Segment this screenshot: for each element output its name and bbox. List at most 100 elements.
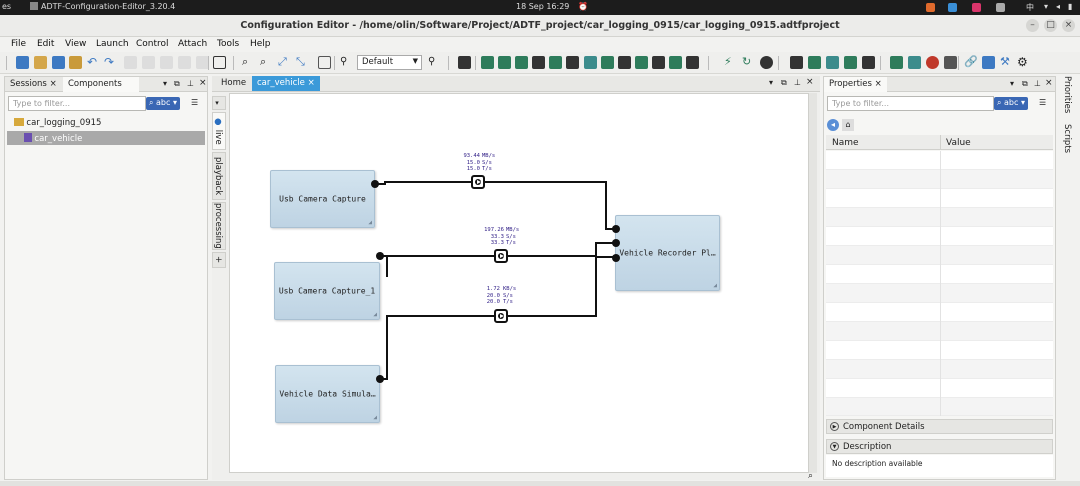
layout-icon[interactable] <box>213 56 226 69</box>
tab-live[interactable]: ● live <box>212 112 226 150</box>
app-indicator[interactable]: ADTF-Configuration-Editor_3.20.4 <box>30 2 175 11</box>
section-component-details[interactable]: ▶ Component Details <box>826 419 1053 434</box>
graph-tool-icon[interactable] <box>669 56 682 69</box>
wifi-icon[interactable]: ▾ <box>1044 2 1049 11</box>
stream-monitor-icon[interactable] <box>471 175 485 189</box>
input-pin[interactable] <box>612 225 620 233</box>
home-icon[interactable]: ⌂ <box>842 119 854 131</box>
filter-options-icon[interactable]: ☰ <box>191 98 199 107</box>
graph-tool-icon[interactable] <box>515 56 528 69</box>
run-icon[interactable]: ⚡ <box>724 55 732 68</box>
graph-tool-icon[interactable] <box>498 56 511 69</box>
tab-components[interactable]: Components <box>63 77 139 92</box>
resize-handle-icon[interactable]: ◢ <box>373 414 377 421</box>
menu-view[interactable]: View <box>65 39 87 49</box>
add-profile-icon[interactable]: ⚲ <box>340 56 348 67</box>
tool-icon[interactable] <box>908 56 921 69</box>
float-icon[interactable]: ⧉ <box>174 79 180 88</box>
graph-tool-icon[interactable] <box>549 56 562 69</box>
chevron-down-icon[interactable]: ▾ <box>163 79 168 88</box>
tab-home[interactable]: Home <box>216 76 251 91</box>
properties-filter-input[interactable]: Type to filter... <box>827 96 994 111</box>
filter-block-vehicle-data-simulator[interactable]: Vehicle Data Simula…◢ <box>275 365 380 423</box>
column-header-value[interactable]: Value <box>946 138 971 148</box>
close-icon[interactable]: × <box>199 78 207 88</box>
menu-file[interactable]: File <box>11 39 27 49</box>
filter-block-usb-camera[interactable]: Usb Camera Capture◢ <box>270 170 375 228</box>
open-folder-icon[interactable] <box>69 56 82 69</box>
float-icon[interactable]: ⧉ <box>781 78 787 87</box>
resize-handle-icon[interactable]: ◢ <box>713 282 717 289</box>
os-activities-label[interactable]: es <box>2 2 12 11</box>
tray-app-icon[interactable] <box>948 3 957 12</box>
output-pin[interactable] <box>371 180 379 188</box>
tray-app-icon[interactable] <box>926 3 935 12</box>
graph-tool-icon[interactable] <box>618 56 631 69</box>
zoom-in-icon[interactable]: ⌕ <box>242 55 249 68</box>
clock[interactable]: 18 Sep 16:29 <box>516 2 570 11</box>
tab-sessions[interactable]: Sessions × <box>5 77 62 92</box>
close-icon[interactable]: × <box>49 79 57 89</box>
shrink-view-icon[interactable]: ⤡ <box>296 55 305 68</box>
panel-icon[interactable] <box>844 56 857 69</box>
close-icon[interactable]: × <box>874 79 882 89</box>
gear-icon[interactable]: ⚙ <box>1017 55 1028 69</box>
align-icon[interactable] <box>318 56 331 69</box>
menu-control[interactable]: Control <box>136 39 169 49</box>
output-pin[interactable] <box>376 252 384 260</box>
components-filter-input[interactable]: Type to filter... <box>8 96 146 111</box>
float-icon[interactable]: ⧉ <box>1022 79 1028 88</box>
input-method[interactable]: 中 <box>1026 3 1034 12</box>
graph-tool-icon[interactable] <box>652 56 665 69</box>
tab-properties[interactable]: Properties × <box>824 77 887 92</box>
tool-icon[interactable] <box>926 56 939 69</box>
output-pin[interactable] <box>376 375 384 383</box>
undo-icon[interactable]: ↶ <box>87 55 98 69</box>
menu-attach[interactable]: Attach <box>178 39 208 49</box>
filter-options-icon[interactable]: ☰ <box>1039 98 1047 107</box>
vertical-scrollbar[interactable] <box>809 93 817 473</box>
export-icon[interactable] <box>982 56 995 69</box>
close-icon[interactable]: × <box>806 77 814 87</box>
save-icon[interactable] <box>52 56 65 69</box>
chevron-down-icon[interactable]: ▾ <box>769 78 774 87</box>
filter-block-usb-camera-1[interactable]: Usb Camera Capture_1◢ <box>274 262 380 320</box>
pin-icon[interactable]: ⊥ <box>187 79 194 88</box>
minimize-button[interactable]: – <box>1026 19 1039 32</box>
menu-edit[interactable]: Edit <box>37 39 55 49</box>
filter-mode-button[interactable]: ⌕ abc ▾ <box>146 97 180 110</box>
close-window-button[interactable]: × <box>1062 19 1075 32</box>
profile-settings-icon[interactable]: ⚲ <box>428 56 436 67</box>
column-header-name[interactable]: Name <box>832 138 859 148</box>
maximize-button[interactable]: □ <box>1044 19 1057 32</box>
graph-canvas[interactable]: Usb Camera Capture◢ Usb Camera Capture_1… <box>229 93 809 473</box>
graph-tool-icon[interactable] <box>481 56 494 69</box>
graph-tool-icon[interactable] <box>566 56 579 69</box>
menu-help[interactable]: Help <box>250 39 271 49</box>
tab-car-vehicle[interactable]: car_vehicle × <box>252 76 320 91</box>
graph-tool-icon[interactable] <box>635 56 648 69</box>
graph-tool-icon[interactable] <box>532 56 545 69</box>
graph-tool-icon[interactable] <box>584 56 597 69</box>
tool-icon[interactable] <box>890 56 903 69</box>
copy-icon[interactable] <box>142 56 155 69</box>
input-pin[interactable] <box>612 254 620 262</box>
delete-icon[interactable] <box>178 56 191 69</box>
section-description[interactable]: ▼ Description <box>826 439 1053 454</box>
resize-handle-icon[interactable]: ◢ <box>368 219 372 226</box>
properties-filter-mode-button[interactable]: ⌕ abc ▾ <box>994 97 1028 110</box>
link-icon[interactable]: 🔗 <box>964 55 978 68</box>
panel-icon[interactable] <box>790 56 803 69</box>
panel-icon[interactable] <box>808 56 821 69</box>
clear-icon[interactable] <box>196 56 209 69</box>
back-icon[interactable]: ◂ <box>827 119 839 131</box>
panel-icon[interactable] <box>826 56 839 69</box>
column-divider[interactable] <box>940 135 941 150</box>
filter-block-vehicle-recorder[interactable]: Vehicle Recorder Pl…◢ <box>615 215 720 291</box>
paste-icon[interactable] <box>160 56 173 69</box>
panel-icon[interactable] <box>862 56 875 69</box>
graph-tool-icon[interactable] <box>686 56 699 69</box>
tab-playback[interactable]: playback <box>212 152 226 200</box>
tab-priorities[interactable]: Priorities <box>1062 76 1072 114</box>
stream-monitor-icon[interactable] <box>494 249 508 263</box>
